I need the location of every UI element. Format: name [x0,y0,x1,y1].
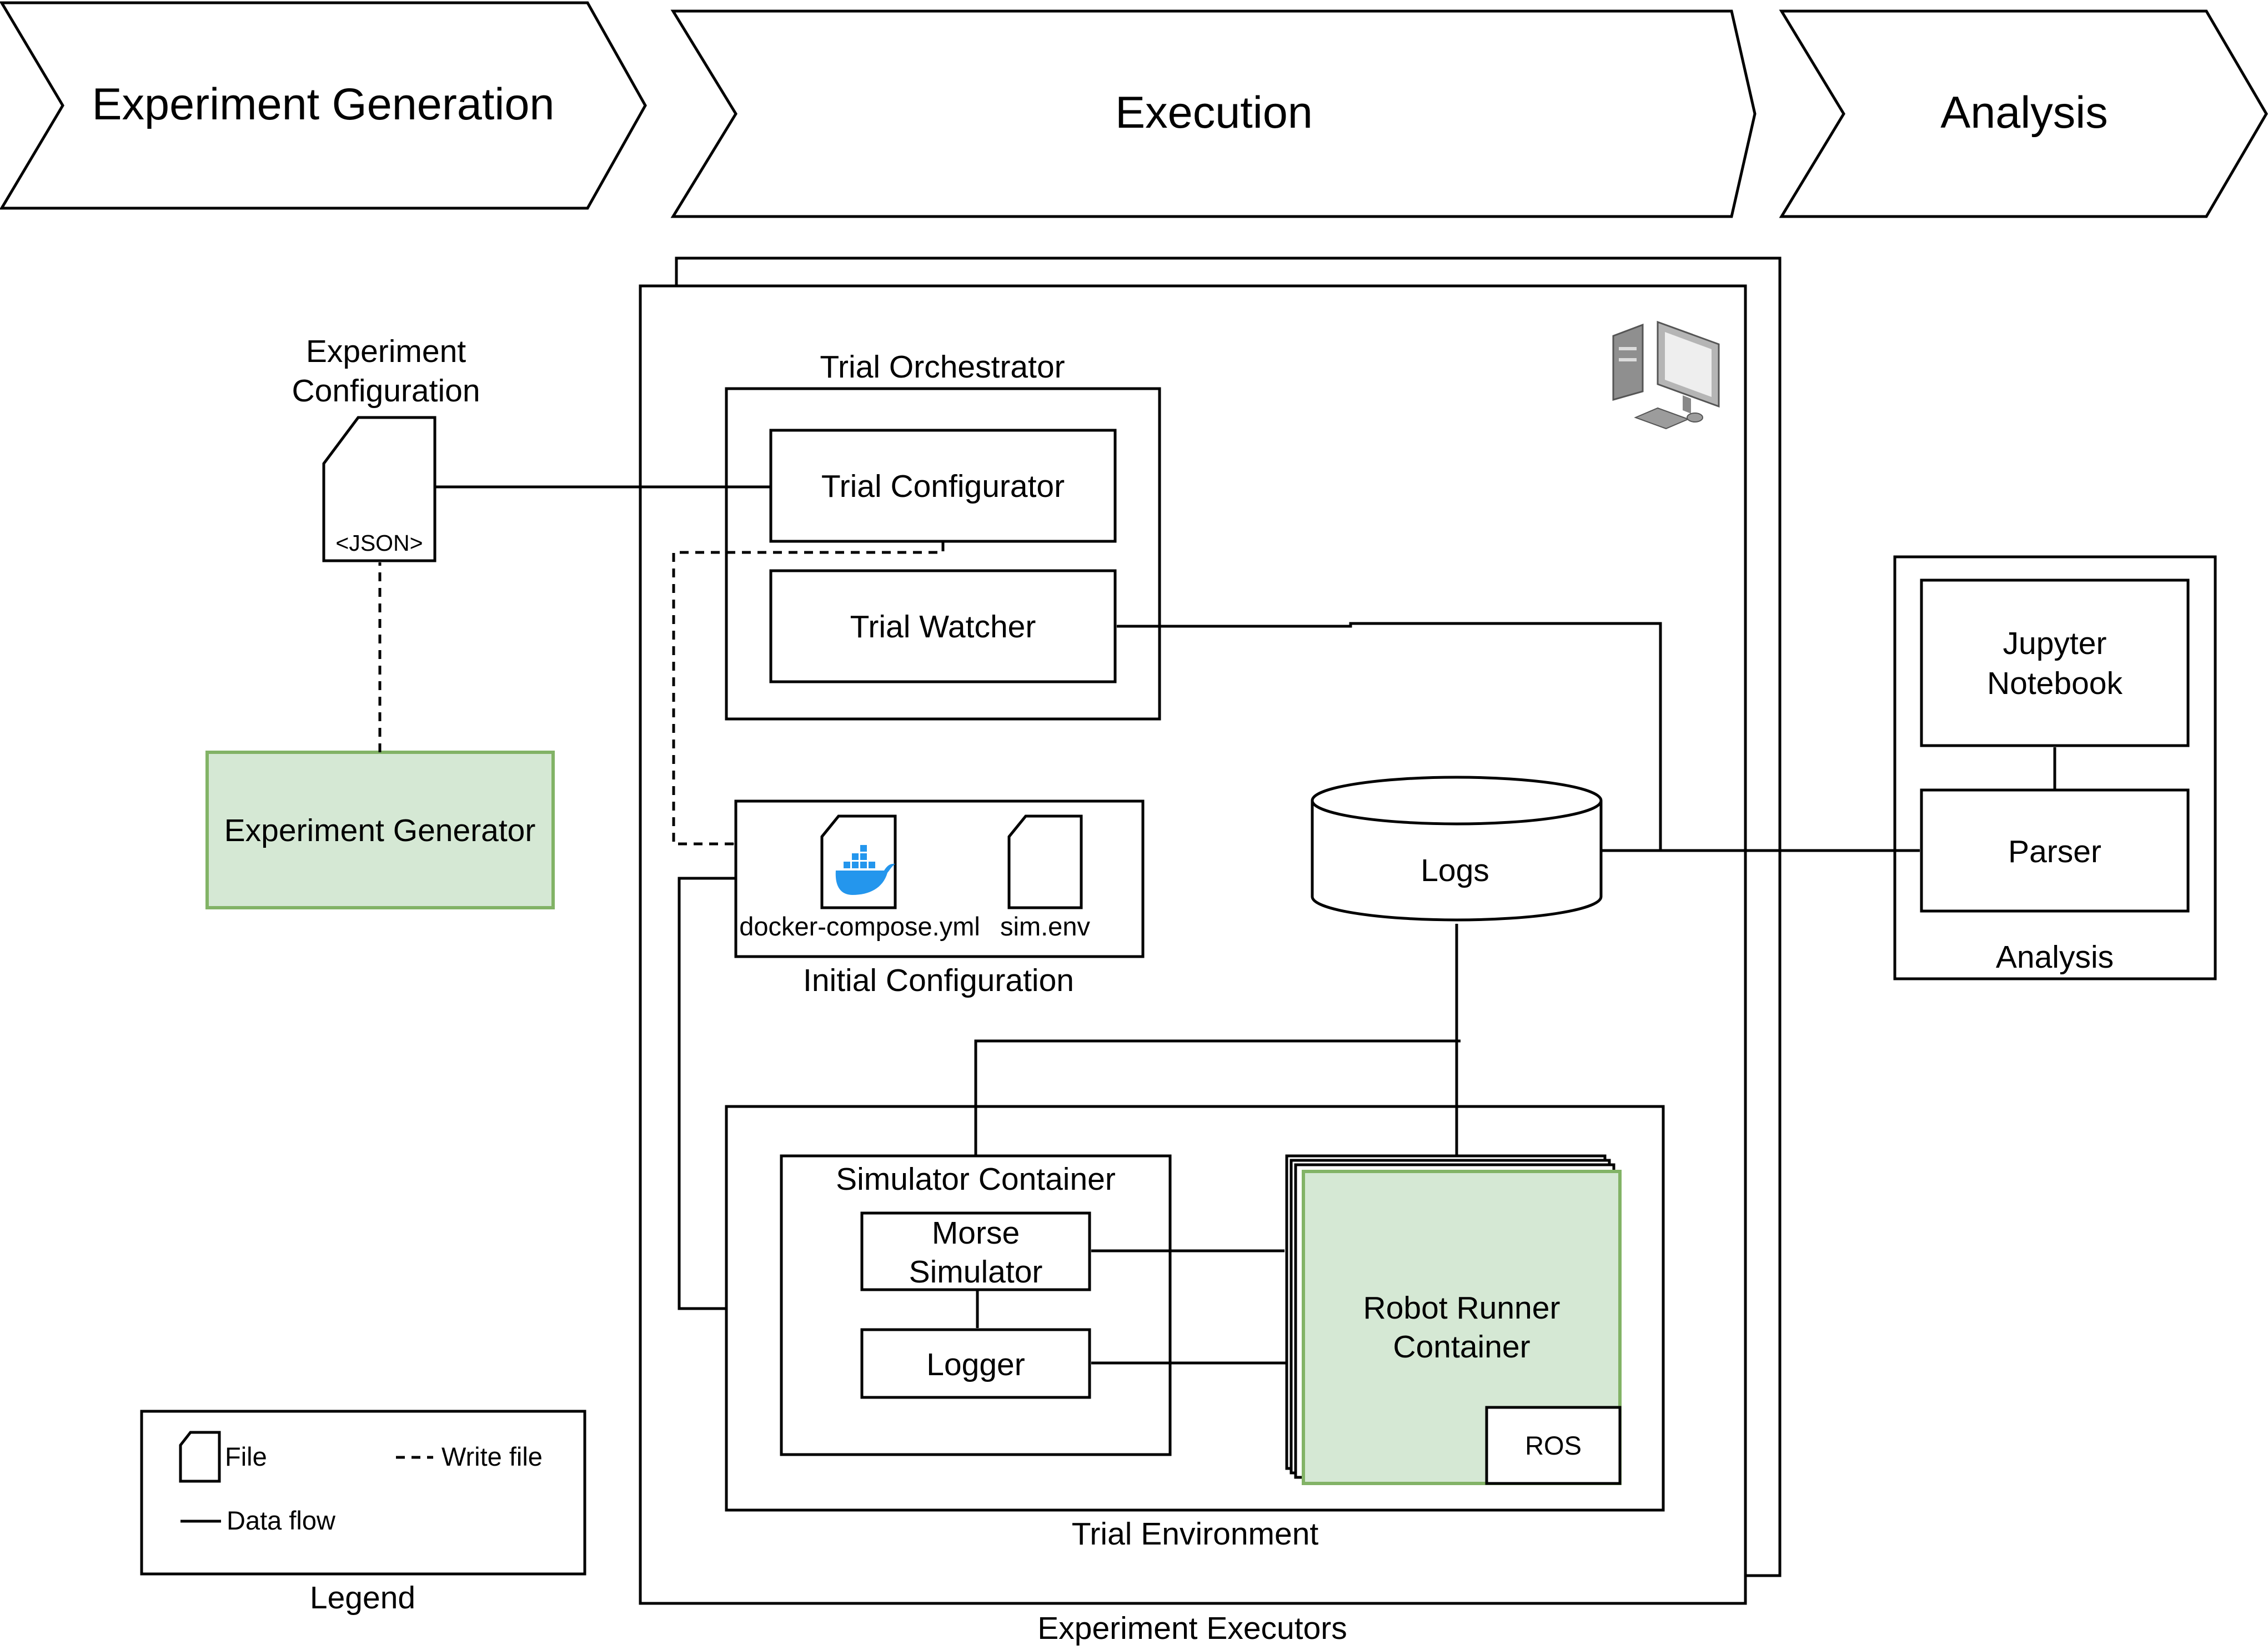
robot-runner-label-2: Container [1393,1329,1530,1365]
phase-analysis: Analysis [1779,9,2268,218]
legend-title: Legend [310,1580,415,1616]
legend-file-item: File [179,1431,267,1483]
initial-configuration-label: Initial Configuration [803,963,1074,998]
phase-execution-label: Execution [1115,88,1313,138]
analysis-box-label: Analysis [1996,939,2114,975]
simulator-container-label: Simulator Container [836,1161,1116,1197]
morse-simulator-box: Morse Simulator [860,1211,1091,1291]
experiment-configuration-file: <JSON> [322,416,436,562]
sim-env-file-label: sim.env [1000,912,1090,941]
docker-compose-file: docker-compose.yml [739,814,980,941]
ros-label: ROS [1525,1431,1582,1460]
docker-whale-icon [835,845,895,895]
experiment-generator-box: Experiment Generator [205,751,555,909]
legend-write-file-item: Write file [396,1442,543,1471]
logs-label: Logs [1421,853,1489,888]
jupyter-notebook-label-2: Notebook [1987,666,2123,701]
morse-simulator-label-1: Morse [932,1215,1020,1251]
parser-label: Parser [2008,834,2101,869]
jupyter-notebook-box: Jupyter Notebook [1920,578,2190,747]
legend-file-label: File [225,1442,267,1471]
legend-file-icon [179,1431,221,1483]
logger-label: Logger [926,1347,1025,1382]
simulator-container-box [780,1154,1172,1456]
simulator-to-logs-line [974,1039,1461,1156]
ros-box: ROS [1485,1406,1622,1485]
sim-env-file: sim.env [1000,814,1090,941]
legend-write-file-label: Write file [441,1442,543,1471]
trial-configurator-box: Trial Configurator [769,429,1117,543]
parser-box: Parser [1920,788,2190,913]
trial-configurator-label: Trial Configurator [821,469,1065,504]
phase-analysis-label: Analysis [1940,88,2108,138]
experiment-executors-label: Experiment Executors [1037,1611,1347,1646]
trial-environment-label: Trial Environment [1072,1516,1319,1552]
legend-data-flow-item: Data flow [180,1506,336,1535]
experiment-generator-label: Experiment Generator [224,813,536,848]
trial-watcher-label: Trial Watcher [850,609,1036,645]
initial-config-to-environment-arrow [678,877,736,1310]
phase-experiment-generation: Experiment Generation [0,1,647,210]
jupyter-notebook-label-1: Jupyter [2003,626,2107,661]
robot-runner-container: Robot Runner Container ROS [1285,1154,1622,1485]
logs-database: Logs [1311,776,1603,922]
experiment-configuration-title-2: Configuration [292,373,480,409]
robot-runner-label-1: Robot Runner [1363,1290,1560,1326]
phase-execution: Execution [670,9,1757,218]
experiment-configuration-title-1: Experiment [306,334,466,369]
computer-icon [1612,320,1720,430]
logger-box: Logger [860,1328,1091,1399]
json-file-label: <JSON> [335,530,423,556]
phase-experiment-generation-label: Experiment Generation [92,79,555,129]
morse-simulator-label-2: Simulator [909,1254,1043,1290]
configurator-to-initial-config-arrow [672,542,945,846]
trial-watcher-box: Trial Watcher [769,569,1117,683]
trial-orchestrator-label: Trial Orchestrator [820,349,1065,385]
legend-data-flow-label: Data flow [227,1506,336,1535]
docker-compose-file-label: docker-compose.yml [739,912,980,941]
logs-to-watcher-arrow [1116,622,1662,851]
